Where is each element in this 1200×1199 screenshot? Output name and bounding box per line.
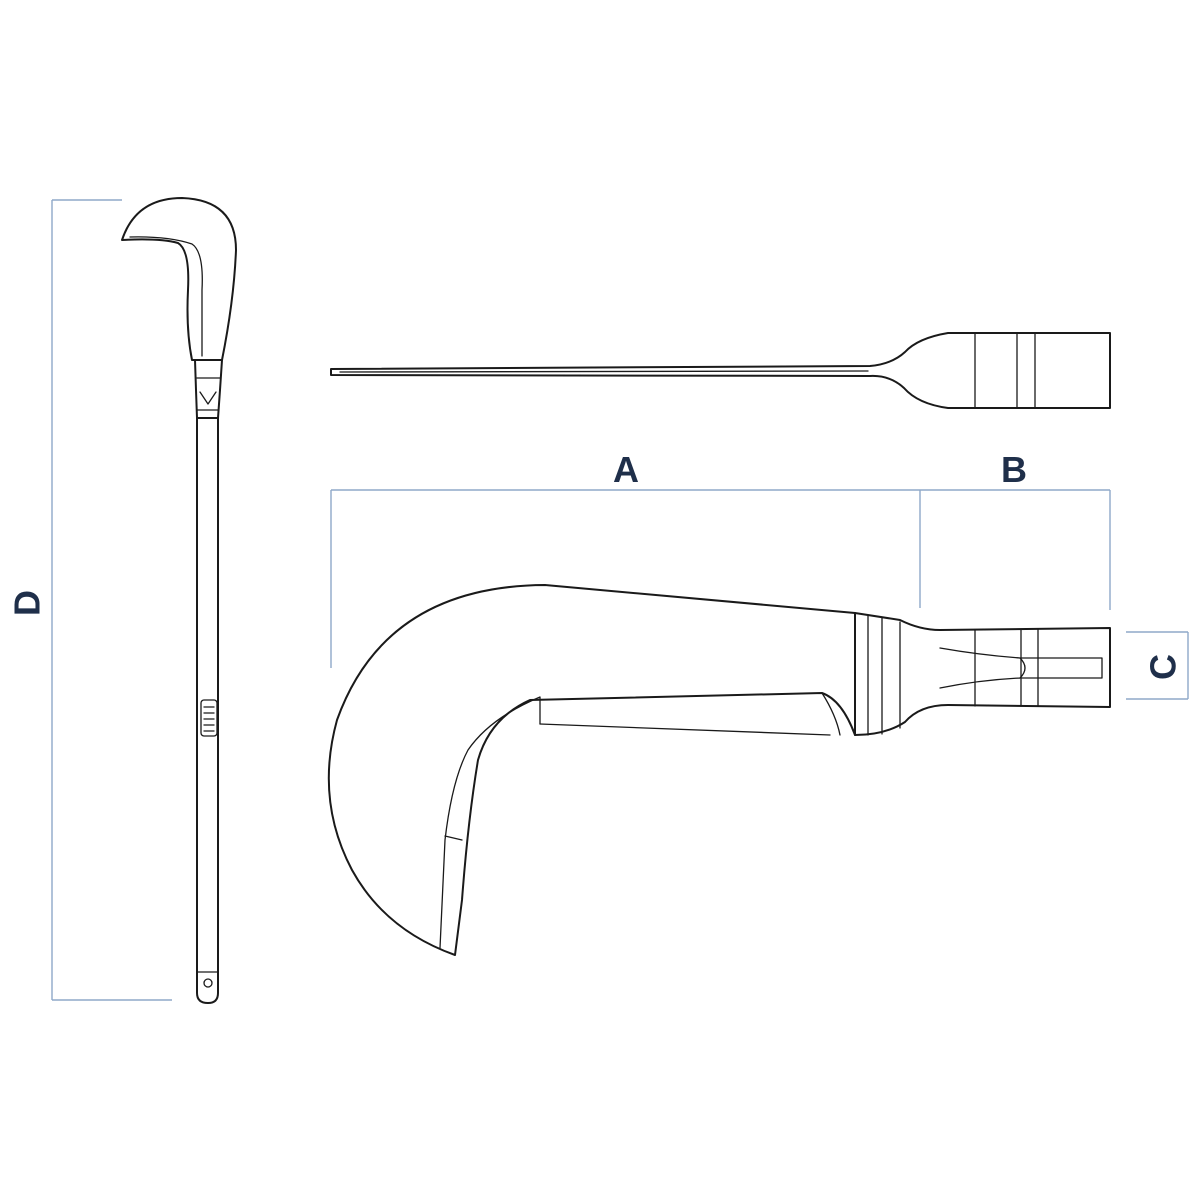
side-view-socket [854,612,1111,736]
label-plate-lines [203,706,215,732]
dimension-label-c: C [1143,654,1184,680]
top-view [330,332,1111,409]
dimension-label-b: B [1001,449,1027,490]
side-view-edge-line [539,723,831,736]
side-view-bevel [439,696,541,949]
dimension-d-line [51,199,172,1001]
tool-handle [196,417,219,1004]
top-view-edge-line [339,370,869,373]
top-view-blade [330,332,1111,409]
side-view-blade [327,584,856,956]
full-tool-view [121,197,237,1004]
tool-socket [194,359,223,419]
dimension-c-line [1126,631,1189,700]
blade-bevel-line [129,236,203,357]
side-view-socket-slot [939,647,1103,689]
hanging-hole [203,978,213,988]
side-view [327,584,1111,956]
top-view-socket-rings [974,332,1036,409]
side-view-socket-rings [867,614,1039,736]
dimension-label-a: A [613,449,639,490]
handle-label-plate [200,699,218,737]
dimension-lines [51,199,1189,1001]
dimension-label-d: D [7,590,48,616]
side-view-heel-line [821,692,841,736]
dimension-ab-line [330,489,1111,668]
socket-details [196,377,221,411]
tool-blade-hook [121,197,237,361]
